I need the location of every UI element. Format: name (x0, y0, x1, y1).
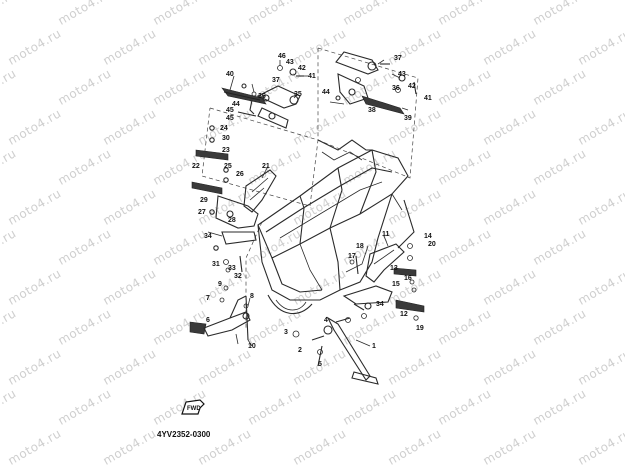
part-number-11: 11 (382, 231, 390, 238)
part-number-25: 25 (224, 163, 232, 170)
part-number-15: 15 (392, 281, 400, 288)
part-number-42: 42 (298, 65, 306, 72)
part-number-39: 39 (404, 115, 412, 122)
part-number-29: 29 (200, 197, 208, 204)
part-number-19: 19 (416, 325, 424, 332)
part-number-4: 4 (324, 317, 328, 324)
part-number-9: 9 (218, 281, 222, 288)
top-right-footrest-assembly (329, 51, 417, 115)
upper-right-dashed-box (317, 47, 419, 179)
leader-lines (207, 59, 409, 347)
part-number-41: 41 (308, 73, 316, 80)
part-number-13: 13 (390, 265, 398, 272)
left-mid-footrest-assembly (191, 125, 277, 273)
part-number-36: 36 (258, 93, 266, 100)
forward-direction-arrow-icon: FWD (181, 399, 205, 415)
part-number-36: 36 (392, 85, 400, 92)
side-stand-assembly (292, 316, 379, 385)
part-number-10: 10 (248, 343, 256, 350)
part-number-38: 38 (368, 107, 376, 114)
top-left-footrest-assembly (221, 65, 304, 129)
part-number-34: 34 (376, 301, 384, 308)
fwd-label: FWD (187, 406, 201, 412)
part-number-12: 12 (400, 311, 408, 318)
part-number-21: 21 (262, 163, 270, 170)
main-frame (257, 139, 415, 315)
part-number-3: 3 (284, 329, 288, 336)
part-number-40: 40 (226, 71, 234, 78)
part-number-45: 45 (226, 107, 234, 114)
part-number-35: 35 (294, 91, 302, 98)
part-number-27: 27 (198, 209, 206, 216)
part-number-18: 18 (356, 243, 364, 250)
part-number-1: 1 (372, 343, 376, 350)
part-number-20: 20 (428, 241, 436, 248)
part-number-33: 33 (228, 265, 236, 272)
part-number-30: 30 (222, 135, 230, 142)
brake-pedal-assembly (189, 285, 251, 345)
part-number-37: 37 (394, 55, 402, 62)
part-number-22: 22 (192, 163, 200, 170)
part-number-31: 31 (212, 261, 220, 268)
part-number-34: 34 (204, 233, 212, 240)
part-number-5: 5 (318, 361, 322, 368)
part-number-8: 8 (250, 293, 254, 300)
part-number-44: 44 (232, 101, 240, 108)
part-number-7: 7 (206, 295, 210, 302)
part-number-14: 14 (424, 233, 432, 240)
part-number-26: 26 (236, 171, 244, 178)
part-number-41: 41 (424, 95, 432, 102)
part-number-46: 46 (278, 53, 286, 60)
part-number-45: 45 (226, 115, 234, 122)
part-number-17: 17 (348, 253, 356, 260)
part-number-2: 2 (298, 347, 302, 354)
part-number-42: 42 (408, 83, 416, 90)
part-number-16: 16 (404, 275, 412, 282)
part-number-44: 44 (322, 89, 330, 96)
diagram-code: 4YV2352-0300 (157, 430, 211, 439)
part-number-43: 43 (398, 71, 406, 78)
part-number-28: 28 (228, 217, 236, 224)
part-number-6: 6 (206, 317, 210, 324)
part-number-24: 24 (220, 125, 228, 132)
right-lower-footrest-assembly (342, 243, 425, 321)
part-number-23: 23 (222, 147, 230, 154)
part-number-37: 37 (272, 77, 280, 84)
part-number-43: 43 (286, 59, 294, 66)
part-number-32: 32 (234, 273, 242, 280)
